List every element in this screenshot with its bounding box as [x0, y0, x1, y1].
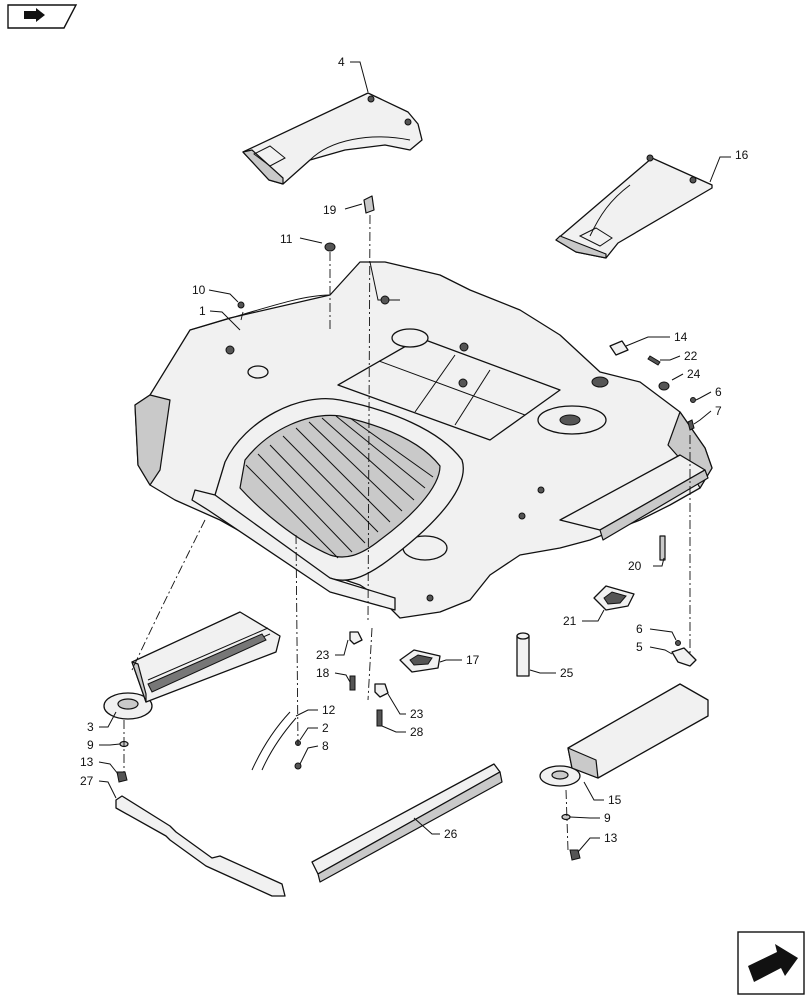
callout-4: 4: [338, 55, 345, 69]
part-12-strip: [251, 711, 297, 771]
callout-10: 10: [192, 283, 206, 297]
callout-14: 14: [674, 330, 688, 344]
callout-23-upper: 23: [316, 648, 330, 662]
callout-7: 7: [715, 404, 722, 418]
part-19-clip: [363, 195, 375, 214]
part-15-right-duct: [539, 683, 709, 787]
callout-20: 20: [628, 559, 642, 573]
arrow-next-icon[interactable]: [737, 931, 805, 995]
callout-18: 18: [316, 666, 330, 680]
callout-3: 3: [87, 720, 94, 734]
part-13-nut-left: [116, 771, 128, 783]
callout-21: 21: [563, 614, 577, 628]
callout-26: 26: [444, 827, 458, 841]
part-6-screw-top: [690, 397, 696, 403]
callout-8: 8: [322, 739, 329, 753]
part-28-screw: [376, 709, 383, 727]
callout-28: 28: [410, 725, 424, 739]
part-13-nut-right: [569, 849, 581, 861]
part-5-bracket: [671, 647, 697, 667]
assembly-centerlines: [123, 214, 691, 851]
callout-25: 25: [560, 666, 574, 680]
callout-13-right: 13: [604, 831, 618, 845]
part-25-spacer: [516, 632, 530, 677]
part-23-clamp-upper: [349, 631, 363, 645]
part-11-nut: [324, 242, 336, 252]
callout-labels: 4 16 19 11 10 1 14 22 24 6 7 20 21 6 5 1…: [80, 55, 749, 845]
part-8-screw: [294, 762, 302, 770]
part-26-seal-strip: [311, 763, 503, 883]
callout-24: 24: [687, 367, 701, 381]
part-18-screw: [349, 675, 356, 691]
callout-9-right: 9: [604, 811, 611, 825]
part-16-right-cover: [555, 154, 713, 259]
callout-5: 5: [636, 640, 643, 654]
part-6-screw-right: [675, 640, 681, 646]
callout-17: 17: [466, 653, 480, 667]
callout-2: 2: [322, 721, 329, 735]
part-17-gasket: [399, 649, 441, 673]
part-1-roof-shell: [134, 261, 713, 619]
callout-1: 1: [199, 304, 206, 318]
callout-22: 22: [684, 349, 698, 363]
callout-15: 15: [608, 793, 622, 807]
part-27-front-trim: [115, 795, 286, 897]
callout-leaders: [98, 61, 731, 853]
callout-19: 19: [323, 203, 337, 217]
callout-12: 12: [322, 703, 336, 717]
callout-9-left: 9: [87, 738, 94, 752]
callout-16: 16: [735, 148, 749, 162]
callout-13-left: 13: [80, 755, 94, 769]
part-10-screw: [237, 301, 245, 309]
part-20-rod: [659, 535, 666, 561]
callout-23-lower: 23: [410, 707, 424, 721]
callout-27: 27: [80, 774, 94, 788]
part-22-pin: [647, 355, 661, 366]
arrow-prev-icon[interactable]: [7, 4, 78, 29]
part-4-top-cover: [242, 92, 423, 185]
callout-6-top: 6: [715, 385, 722, 399]
callout-11: 11: [280, 232, 293, 246]
part-24-nut: [658, 381, 670, 391]
part-23-clamp-lower: [374, 683, 389, 698]
part-9-washer-right: [561, 813, 571, 821]
part-21-gasket: [593, 585, 635, 611]
part-14-bracket: [609, 340, 629, 356]
callout-6-right: 6: [636, 622, 643, 636]
part-7-screw: [687, 419, 695, 431]
part-3-left-duct: [103, 611, 281, 720]
